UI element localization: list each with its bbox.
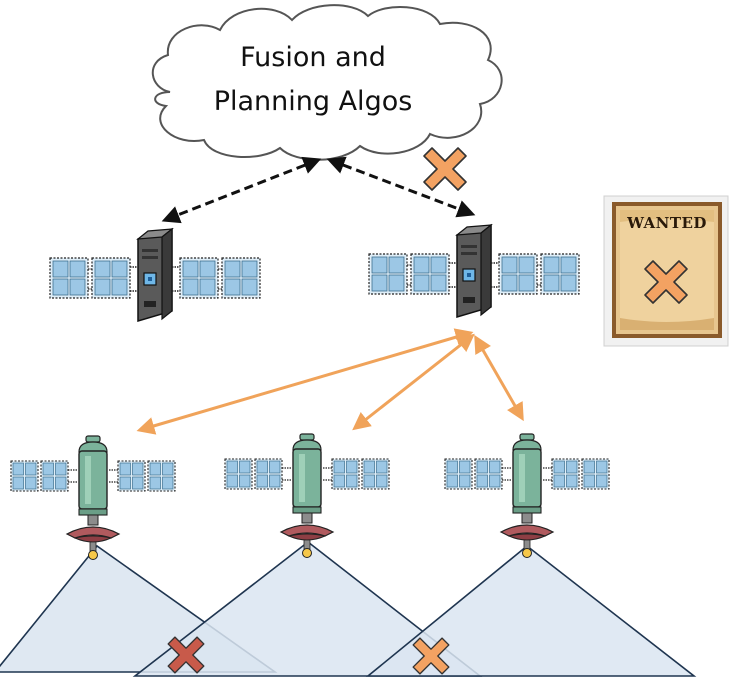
wanted-title: WANTED bbox=[626, 214, 707, 232]
observation-satellite-left-icon bbox=[11, 436, 175, 560]
footprint-right bbox=[365, 544, 697, 677]
wanted-poster-icon: WANTED bbox=[603, 195, 729, 347]
footprints bbox=[0, 540, 697, 677]
link-server-obs-right bbox=[474, 334, 524, 422]
link-cloud-right-server bbox=[326, 156, 476, 218]
cross-icon-link bbox=[423, 147, 467, 191]
cloud-icon: Fusion and Planning Algos bbox=[151, 4, 503, 161]
link-server-obs-middle bbox=[352, 333, 475, 431]
observation-satellite-middle-icon bbox=[225, 434, 389, 558]
server-satellite-left-icon bbox=[50, 229, 260, 321]
server-satellite-right-icon bbox=[369, 225, 579, 317]
observation-satellite-right-icon bbox=[445, 434, 609, 558]
footprint-middle bbox=[132, 540, 483, 677]
link-server-obs-left bbox=[136, 328, 474, 435]
cloud-title-line2: Planning Algos bbox=[214, 86, 413, 117]
link-cloud-left-server bbox=[161, 156, 322, 224]
cloud-title-line1: Fusion and bbox=[240, 42, 386, 73]
